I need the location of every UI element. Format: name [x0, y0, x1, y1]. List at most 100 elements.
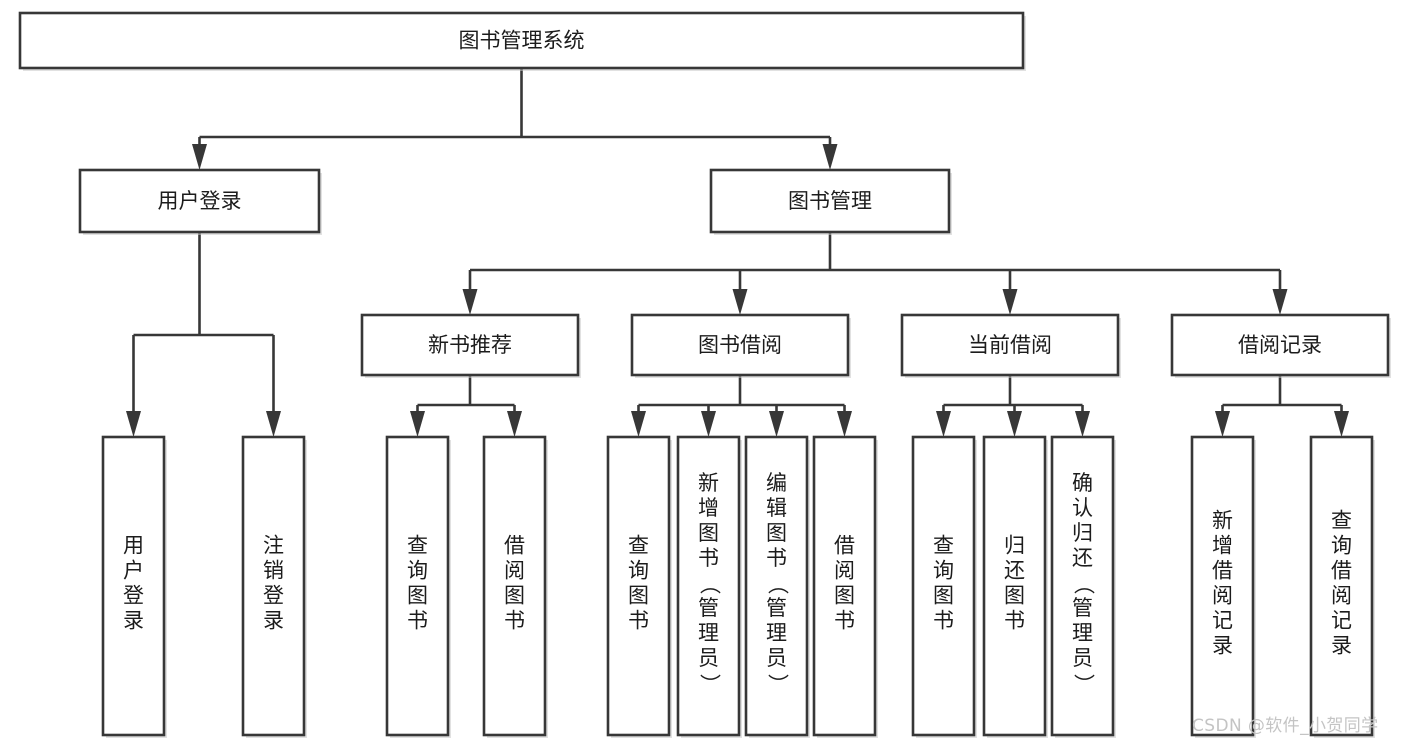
- node-label-char: 还: [1004, 559, 1025, 583]
- arrowhead-icon: [769, 411, 784, 437]
- node-leaf-user-login[interactable]: 用户登录: [101, 435, 167, 738]
- node-label-char: 借: [1212, 559, 1233, 583]
- node-label-char: 录: [263, 609, 284, 633]
- node-label-char: 阅: [504, 559, 525, 583]
- node-rect[interactable]: [78, 168, 321, 234]
- node-label-char: 注: [263, 534, 284, 558]
- node-rect[interactable]: [482, 435, 547, 737]
- node-rect[interactable]: [812, 435, 877, 737]
- node-borrow-record[interactable]: 借阅记录: [1170, 313, 1391, 378]
- node-rect[interactable]: [360, 313, 580, 377]
- node-user-login[interactable]: 用户登录: [78, 168, 322, 235]
- node-label-char: 借: [1331, 559, 1352, 583]
- node-label-char: 员: [1072, 646, 1093, 670]
- node-label-char: 书: [933, 609, 954, 633]
- node-rect[interactable]: [1170, 313, 1390, 377]
- node-label-char: 新: [1212, 509, 1233, 533]
- node-label-char: 图: [504, 584, 525, 608]
- node-label-char: 借: [504, 534, 525, 558]
- node-label-char: 阅: [1331, 584, 1352, 608]
- node-rect[interactable]: [385, 435, 450, 737]
- node-label-char: 询: [1331, 534, 1352, 558]
- node-rect[interactable]: [18, 11, 1025, 70]
- node-label: 借阅记录: [1238, 333, 1322, 357]
- node-rect[interactable]: [101, 435, 166, 737]
- node-label-char: （: [766, 574, 790, 595]
- node-book-manage[interactable]: 图书管理: [709, 168, 952, 235]
- node-rect[interactable]: [676, 435, 741, 737]
- node-rect[interactable]: [630, 313, 850, 377]
- node-label-char: 记: [1212, 609, 1233, 633]
- arrowhead-icon: [1002, 289, 1018, 315]
- node-label-char: 录: [123, 609, 144, 633]
- node-label-char: 管: [766, 596, 787, 620]
- node-rect[interactable]: [1309, 435, 1374, 737]
- node-label-char: 确: [1072, 471, 1093, 495]
- node-rect[interactable]: [911, 435, 976, 737]
- node-label-char: 询: [407, 559, 428, 583]
- node-rect[interactable]: [1190, 435, 1255, 737]
- node-rect[interactable]: [606, 435, 671, 737]
- node-label-char: 理: [766, 621, 787, 645]
- connector-group: [462, 232, 1288, 315]
- node-label-char: 管: [1072, 596, 1093, 620]
- node-label-char: 用: [123, 534, 144, 558]
- node-label: 用户登录: [158, 189, 242, 213]
- node-label-char: 户: [123, 559, 144, 583]
- node-label-char: 图: [407, 584, 428, 608]
- arrowhead-icon: [266, 411, 281, 437]
- node-label: 图书借阅: [698, 333, 782, 357]
- node-label-char: 图: [834, 584, 855, 608]
- arrowhead-icon: [410, 411, 425, 437]
- node-label-char: 图: [628, 584, 649, 608]
- node-rect[interactable]: [1050, 435, 1115, 737]
- node-label-char: 书: [504, 609, 525, 633]
- node-current-borrow[interactable]: 当前借阅: [900, 313, 1121, 378]
- node-rect[interactable]: [982, 435, 1047, 737]
- node-label: 图书管理系统: [459, 29, 585, 53]
- node-label-char: （: [1072, 574, 1096, 595]
- node-label-char: 书: [834, 609, 855, 633]
- connector-group: [631, 375, 852, 437]
- arrowhead-icon: [192, 144, 207, 170]
- node-root[interactable]: 图书管理系统: [18, 11, 1026, 71]
- node-label-char: 书: [1004, 609, 1025, 633]
- node-rect[interactable]: [709, 168, 951, 234]
- node-label-char: 增: [1212, 534, 1233, 558]
- node-label-char: 管: [698, 596, 719, 620]
- arrowhead-icon: [701, 411, 716, 437]
- node-label-char: 录: [1331, 634, 1352, 658]
- node-label-char: 员: [766, 646, 787, 670]
- node-rect[interactable]: [900, 313, 1120, 377]
- node-book-borrow[interactable]: 图书借阅: [630, 313, 851, 378]
- node-rect[interactable]: [744, 435, 809, 737]
- node-new-book-recommend[interactable]: 新书推荐: [360, 313, 581, 378]
- node-label-char: 增: [698, 496, 719, 520]
- node-label-char: 记: [1331, 609, 1352, 633]
- node-label-char: 询: [628, 559, 649, 583]
- node-label-char: 图: [698, 521, 719, 545]
- node-label-char: 书: [628, 609, 649, 633]
- arrowhead-icon: [837, 411, 852, 437]
- node-label-char: 借: [834, 534, 855, 558]
- arrowhead-icon: [936, 411, 951, 437]
- arrowhead-icon: [1272, 289, 1288, 315]
- node-rect[interactable]: [241, 435, 306, 737]
- node-label-char: 图: [933, 584, 954, 608]
- node-label-char: 图: [1004, 584, 1025, 608]
- connector-group: [936, 375, 1090, 437]
- node-label: 图书管理: [788, 189, 872, 213]
